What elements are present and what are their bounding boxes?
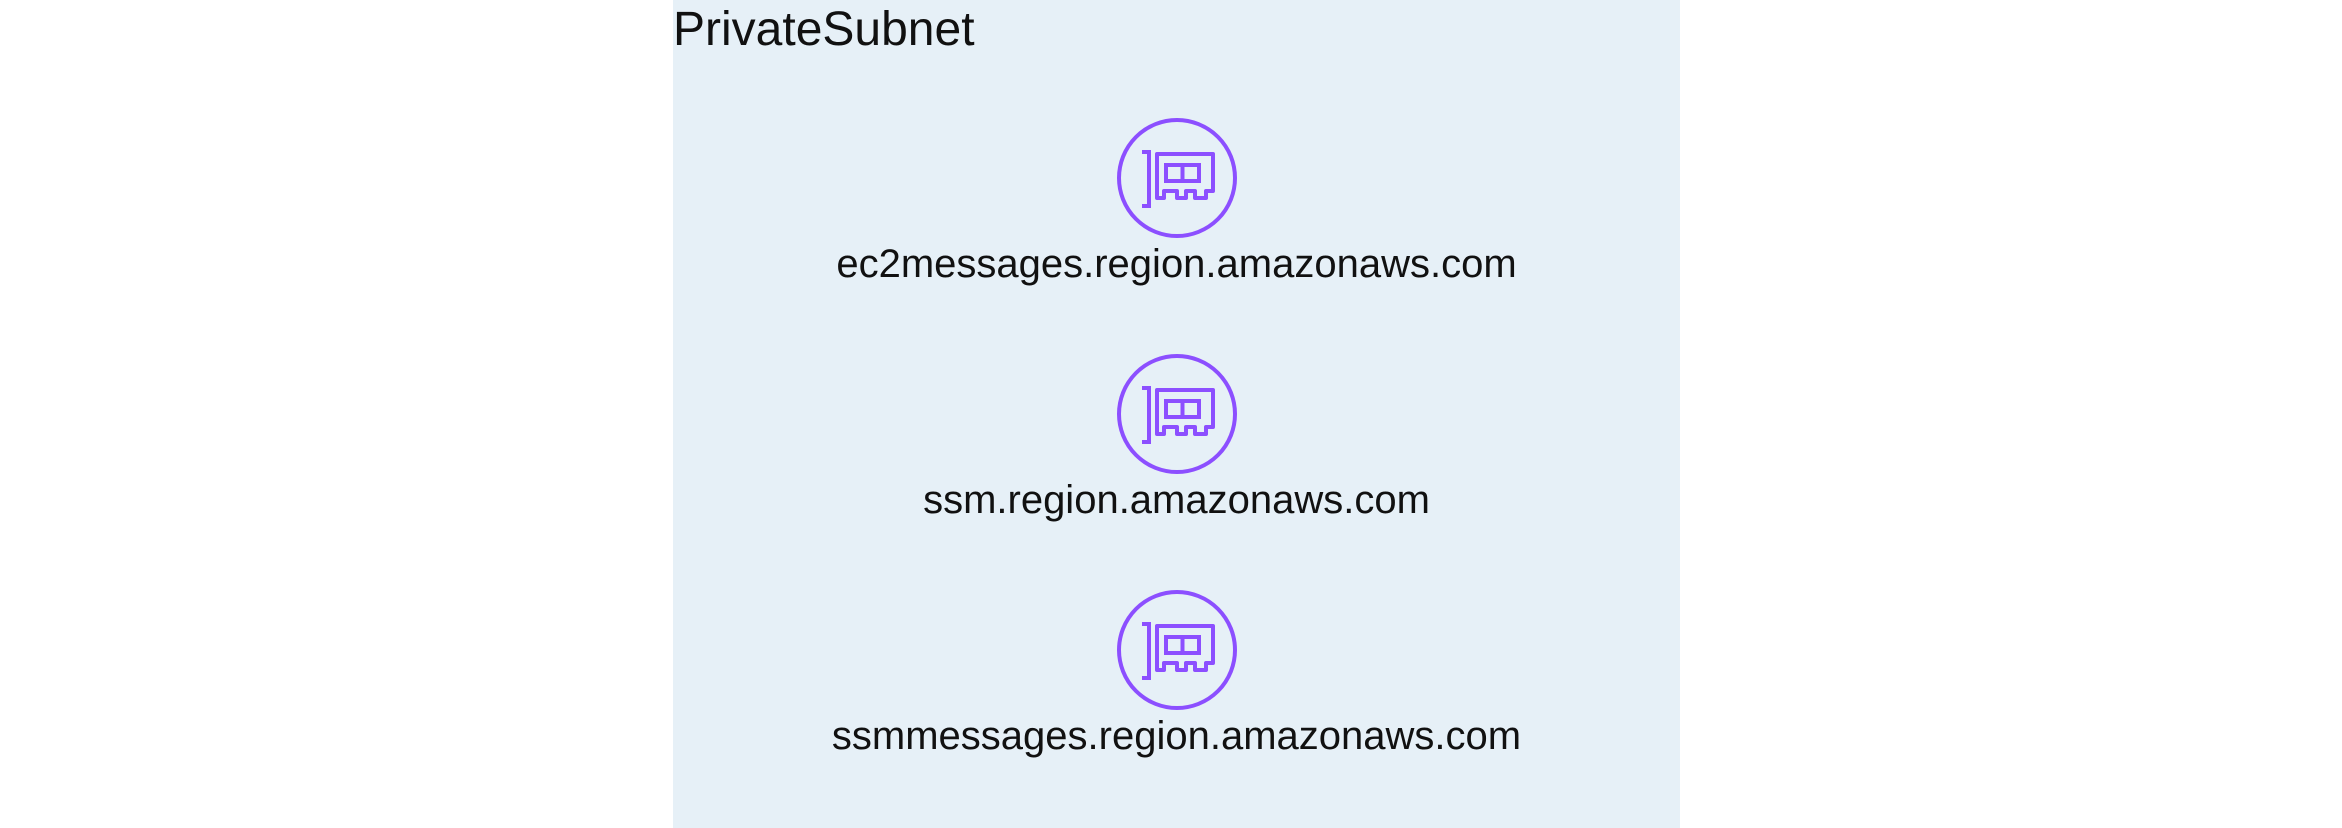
network-interface-icon [1116, 117, 1238, 239]
network-interface-icon [1116, 589, 1238, 711]
private-subnet-group [673, 0, 1680, 828]
endpoint-label: ssmmessages.region.amazonaws.com [831, 714, 1522, 758]
endpoint-label: ec2messages.region.amazonaws.com [836, 242, 1517, 286]
endpoint-label: ssm.region.amazonaws.com [923, 478, 1430, 522]
endpoint-node[interactable]: ssm.region.amazonaws.com [673, 353, 1680, 525]
network-interface-icon [1116, 353, 1238, 475]
subnet-title: PrivateSubnet [673, 3, 975, 56]
endpoint-node[interactable]: ec2messages.region.amazonaws.com [673, 117, 1680, 289]
endpoint-node[interactable]: ssmmessages.region.amazonaws.com [673, 589, 1680, 761]
